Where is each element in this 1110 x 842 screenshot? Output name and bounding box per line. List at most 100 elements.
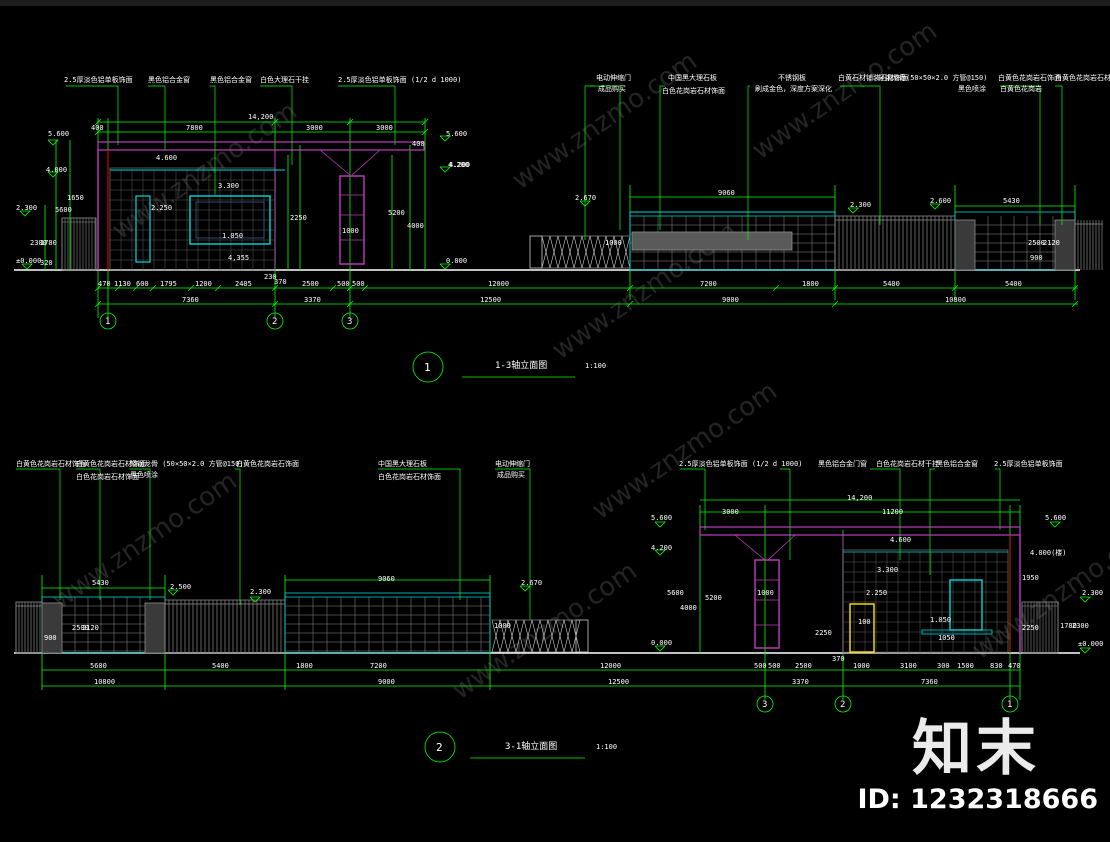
e2-dim-b-1: 5400 (212, 662, 229, 670)
e1-dim-b-14: 7360 (182, 296, 199, 304)
e1-scale: 1:100 (585, 362, 606, 370)
e1-callout-6: 成品购买 (598, 84, 626, 93)
e1-dim-b-10: 7200 (700, 280, 717, 288)
e2-callout-6: 中国黑大理石板 (378, 459, 427, 468)
e2-dim-b-2: 1800 (296, 662, 313, 670)
e2-dim-b-3: 7200 (370, 662, 387, 670)
watermark-logo: 知末 (912, 714, 1040, 784)
e2-inner-1: 4000 (680, 604, 697, 612)
e2-dim-b-15: 9000 (378, 678, 395, 686)
e1-inner-1: 1000 (342, 227, 359, 235)
e1-inner-6: 1780 (40, 239, 57, 247)
e2-dim-b-7: 2500 (795, 662, 812, 670)
e2-inner-13: 2250 (1022, 624, 1039, 632)
e2-callout-12: 白色花岗岩石材干挂 (876, 459, 939, 468)
elevation-2 (14, 468, 1091, 763)
e2-inner-9: 2120 (82, 624, 99, 632)
e1-dim-top-5: 400 (412, 140, 425, 148)
e2-level-2: 0.000 (651, 639, 672, 647)
e1-callout-2: 黑色铝合金窗 (210, 75, 252, 84)
e1-dim-b-3: 1795 (160, 280, 177, 288)
e2-level-0: 5.600 (651, 514, 672, 522)
e2-dim-top-1: 9060 (378, 575, 395, 583)
e1-dim-b-12: 5400 (883, 280, 900, 288)
e1-dim-b-16: 12500 (480, 296, 501, 304)
e2-dim-b-11: 1500 (957, 662, 974, 670)
e2-dim-b-9: 3100 (900, 662, 917, 670)
e1-callout-14: 白黄色花岗岩石饰面 (998, 73, 1061, 82)
e2-level-12: 2.500 (170, 583, 191, 591)
e1-dim-b-18: 10800 (945, 296, 966, 304)
e1-dim-b-11: 1800 (802, 280, 819, 288)
e2-inner-3: 1000 (757, 589, 774, 597)
e1-callout-0: 2.5厚淡色铝单板饰面 (64, 75, 133, 84)
e1-dim-b-6: 2500 (302, 280, 319, 288)
e1-level-11: 4.200 (449, 161, 470, 169)
e1-axis-3: 3 (347, 317, 352, 327)
e1-dim-top-1: 7800 (186, 124, 203, 132)
e2-callout-1: 白黄色花岗岩石材饰面 (76, 459, 146, 468)
e2-title: 3-1轴立面图 (505, 740, 557, 752)
e2-dim-top-4: 11200 (882, 508, 903, 516)
e2-callout-10: 2.5厚淡色铝单板饰面 (1/2 d 1000) (679, 459, 802, 468)
e1-level-6: 3.300 (218, 182, 239, 190)
e1-dim-top-0: 400 (91, 124, 104, 132)
e1-dim-b-19: 230 (264, 273, 277, 281)
e2-level-4: 3.300 (877, 566, 898, 574)
e2-inner-2: 5600 (667, 589, 684, 597)
e2-level-9: 2.300 (1082, 589, 1103, 597)
e1-callout-15: 白黄色花岗岩 (1000, 84, 1042, 93)
e1-level-13: 2.300 (850, 201, 871, 209)
e1-callout-3: 白色大理石干挂 (260, 75, 309, 84)
e1-inner-4: 5600 (55, 206, 72, 214)
e2-dim-b-6: 500 (768, 662, 781, 670)
viewport-top-border (0, 0, 1110, 6)
e2-dim-b-4: 12000 (600, 662, 621, 670)
e1-dim-b-7: 500 (337, 280, 350, 288)
e2-dim-top-2: 14,200 (847, 494, 872, 502)
e1-level-12: 2.670 (575, 194, 596, 202)
e2-dim-b-10: 300 (937, 662, 950, 670)
e2-level-8: 5.600 (1045, 514, 1066, 522)
e2-callout-4: 黑色喷涂 (130, 470, 158, 479)
e1-title-number: 1 (424, 361, 431, 374)
e1-level-5: ±0.000 (16, 257, 41, 265)
e1-dim-b-0: 470 (98, 280, 111, 288)
e2-callout-8: 电动伸缩门 (495, 459, 530, 468)
e1-inner-8: 320 (40, 259, 53, 267)
e1-dim-top-7: 5430 (1003, 197, 1020, 205)
e2-level-3: 4.600 (890, 536, 911, 544)
e1-inner-7: 2300 (30, 239, 47, 247)
e1-callout-8: 白色花岗岩石材饰面 (662, 86, 725, 95)
e1-dim-top-3: 3000 (376, 124, 393, 132)
watermark-tile: www.znzmo.com (587, 376, 783, 526)
e1-dim-b-13: 5400 (1005, 280, 1022, 288)
e1-callout-13: 黑色喷涂 (958, 84, 986, 93)
e2-callout-5: 白黄色花岗岩石饰面 (236, 459, 299, 468)
e2-inner-11: 100 (858, 618, 871, 626)
e1-inner-2: 5200 (388, 209, 405, 217)
e1-inner-12: 2120 (1043, 239, 1060, 247)
e1-level-7: 2.250 (151, 204, 172, 212)
watermark-tile: www.znzmo.com (507, 46, 703, 196)
e1-dim-b-4: 1200 (195, 280, 212, 288)
e1-dim-b-8: 500 (352, 280, 365, 288)
e1-level-10: 5.600 (446, 130, 467, 138)
e1-level-1: 4.200 (448, 161, 469, 169)
e2-level-13: 2.670 (521, 579, 542, 587)
e1-callout-7: 中国黑大理石板 (668, 73, 717, 82)
e1-callout-4: 2.5厚淡色铝单板饰面 (1/2 d 1000) (338, 75, 461, 84)
e2-callout-3: 轻钢龙骨 (50×50×2.0 方管@150) (130, 459, 244, 468)
e1-level-3: 4.000 (46, 166, 67, 174)
e2-inner-10: 1000 (494, 622, 511, 630)
e1-callout-5: 电动伸缩门 (596, 73, 631, 82)
e2-level-6: 1.050 (930, 616, 951, 624)
e1-dim-top-4: 14,200 (248, 113, 273, 121)
e2-callout-7: 白色花岗岩石材饰面 (378, 472, 441, 481)
e2-inner-5: 1780 (1060, 622, 1077, 630)
e1-callout-9: 不锈钢板 (778, 73, 806, 82)
e2-level-11: 2.300 (250, 588, 271, 596)
e2-scale: 1:100 (596, 743, 617, 751)
e2-dim-b-5: 500 (754, 662, 767, 670)
